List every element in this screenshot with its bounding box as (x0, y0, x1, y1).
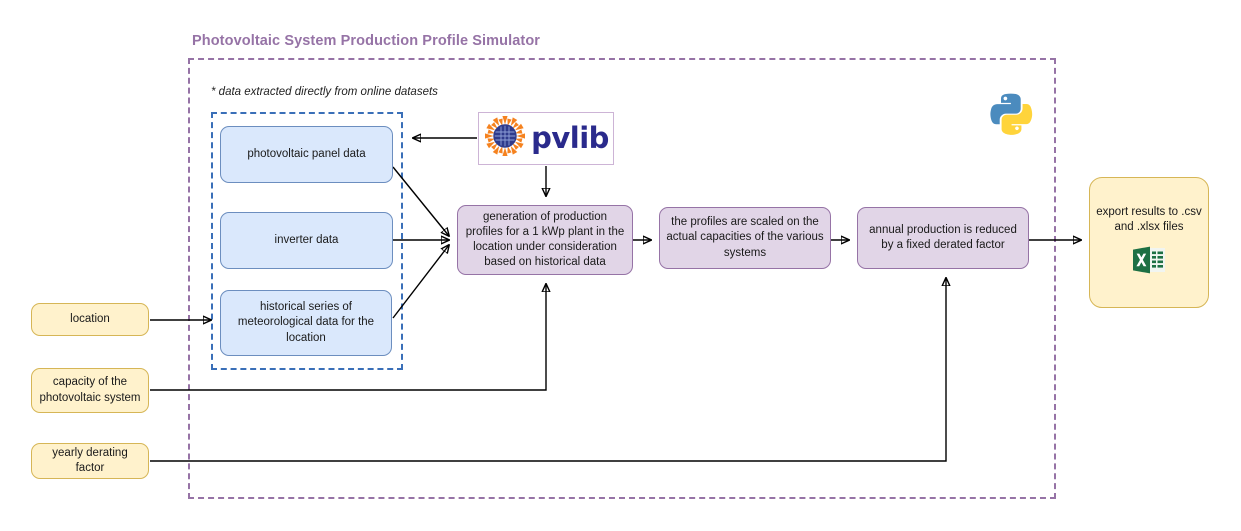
node-label: photovoltaic panel data (247, 147, 366, 160)
node-label: capacity of the photovoltaic system (39, 376, 141, 404)
edge-meteo-to-generation (392, 245, 449, 319)
diagram-title: Photovoltaic System Production Profile S… (192, 33, 541, 49)
pvlib-sun-panel-icon (483, 114, 527, 163)
node-label: historical series of meteorological data… (237, 301, 375, 344)
edge-capacity-to-generation (150, 284, 546, 391)
node-input-capacity[interactable]: capacity of the photovoltaic system (31, 368, 149, 413)
node-label: yearly derating factor (52, 446, 128, 474)
node-label: export results to .csv and .xlsx files (1096, 205, 1202, 233)
node-inverter-data[interactable]: inverter data (220, 212, 393, 269)
node-input-yearly-derating-factor[interactable]: yearly derating factor (31, 443, 149, 479)
python-logo-icon (988, 90, 1034, 136)
node-label: generation of production profiles for a … (465, 210, 625, 269)
node-label: location (70, 312, 110, 325)
pvlib-logo-box: pvlib (478, 112, 614, 165)
system-boundary (188, 58, 1056, 499)
node-label: annual production is reduced by a fixed … (869, 223, 1017, 251)
edge-derating-factor-to-derating (150, 278, 946, 462)
data-source-note: * data extracted directly from online da… (211, 86, 438, 98)
excel-icon (1131, 245, 1167, 280)
node-input-location[interactable]: location (31, 303, 149, 336)
node-label: the profiles are scaled on the actual ca… (666, 216, 824, 259)
node-generation-of-production-profiles[interactable]: generation of production profiles for a … (457, 205, 633, 275)
node-annual-production-derated[interactable]: annual production is reduced by a fixed … (857, 207, 1029, 269)
online-datasets-boundary (211, 112, 403, 370)
node-label: inverter data (274, 233, 339, 246)
node-historical-meteorological-data[interactable]: historical series of meteorological data… (220, 290, 392, 356)
node-export-results[interactable]: export results to .csv and .xlsx files (1089, 177, 1209, 308)
node-photovoltaic-panel-data[interactable]: photovoltaic panel data (220, 126, 393, 183)
edge-panel-to-generation (392, 166, 449, 236)
node-profiles-scaled-to-capacity[interactable]: the profiles are scaled on the actual ca… (659, 207, 831, 269)
pvlib-wordmark: pvlib (531, 121, 609, 155)
